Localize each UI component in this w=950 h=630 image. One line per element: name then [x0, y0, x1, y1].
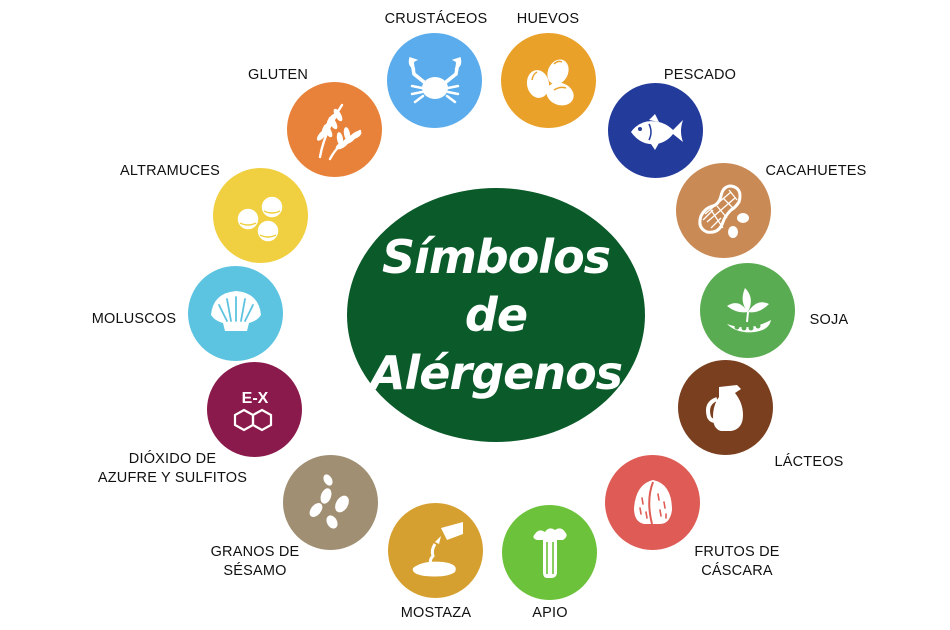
label-sesamo: GRANOS DE SÉSAMO	[200, 543, 310, 581]
label-frutos-line-2: CÁSCARA	[701, 563, 773, 579]
wheat-icon	[316, 103, 361, 160]
badge-pescado	[608, 83, 703, 178]
lupin-beans-icon	[235, 194, 284, 243]
label-apio: APIO	[532, 605, 568, 621]
title-line-3: Alérgenos	[369, 346, 623, 400]
label-sulfitos-line-2: AZUFRE Y SULFITOS	[97, 470, 248, 486]
label-mostaza: MOSTAZA	[400, 605, 472, 621]
title-line-2: de	[464, 288, 528, 342]
badge-huevos	[501, 33, 596, 128]
badge-mostaza	[388, 503, 483, 598]
eggs-icon	[526, 58, 574, 105]
label-gluten: GLUTEN	[247, 67, 308, 83]
crab-icon	[408, 56, 461, 103]
soy-plant-icon	[726, 287, 771, 332]
label-lacteos: LÁCTEOS	[774, 454, 844, 470]
badge-apio	[502, 505, 597, 600]
title-line-1: Símbolos	[381, 230, 611, 284]
title-circle: Símbolos de Alérgenos	[347, 188, 645, 442]
label-sulfitos: DIÓXIDO DE AZUFRE Y SULFITOS	[85, 450, 260, 488]
badge-moluscos	[188, 266, 283, 361]
sulfitos-icon-text: E-X	[241, 390, 268, 407]
peanut-icon	[697, 183, 749, 238]
badge-cacahuetes	[676, 163, 771, 258]
shell-icon	[210, 290, 261, 331]
label-frutos: FRUTOS DE CÁSCARA	[682, 543, 792, 581]
badge-crustaceos	[387, 33, 482, 128]
label-frutos-line-1: FRUTOS DE	[694, 544, 780, 560]
nut-icon	[633, 479, 672, 524]
badge-frutos	[605, 455, 700, 550]
fish-icon	[630, 113, 683, 150]
badge-altramuces	[213, 168, 308, 263]
label-sesamo-line-2: SÉSAMO	[223, 563, 287, 579]
label-altramuces: ALTRAMUCES	[119, 163, 221, 179]
sesame-seeds-icon	[309, 473, 349, 529]
label-crustaceos: CRUSTÁCEOS	[384, 11, 488, 27]
label-cacahuetes: CACAHUETES	[765, 163, 867, 179]
badge-soja	[700, 263, 795, 358]
milk-jug-icon	[705, 384, 743, 431]
celery-icon	[532, 527, 567, 578]
label-soja: SOJA	[809, 312, 849, 328]
badge-lacteos	[678, 360, 773, 455]
mustard-icon	[412, 521, 463, 576]
label-sesamo-line-1: GRANOS DE	[210, 544, 300, 560]
label-pescado: PESCADO	[663, 67, 737, 83]
label-sulfitos-line-1: DIÓXIDO DE	[128, 451, 217, 467]
label-huevos: HUEVOS	[516, 11, 580, 27]
badge-sulfitos: E-X	[207, 362, 302, 457]
badge-gluten	[287, 82, 382, 177]
molecule-icon: E-X	[233, 390, 272, 431]
label-moluscos: MOLUSCOS	[91, 311, 177, 327]
badge-sesamo	[283, 455, 378, 550]
